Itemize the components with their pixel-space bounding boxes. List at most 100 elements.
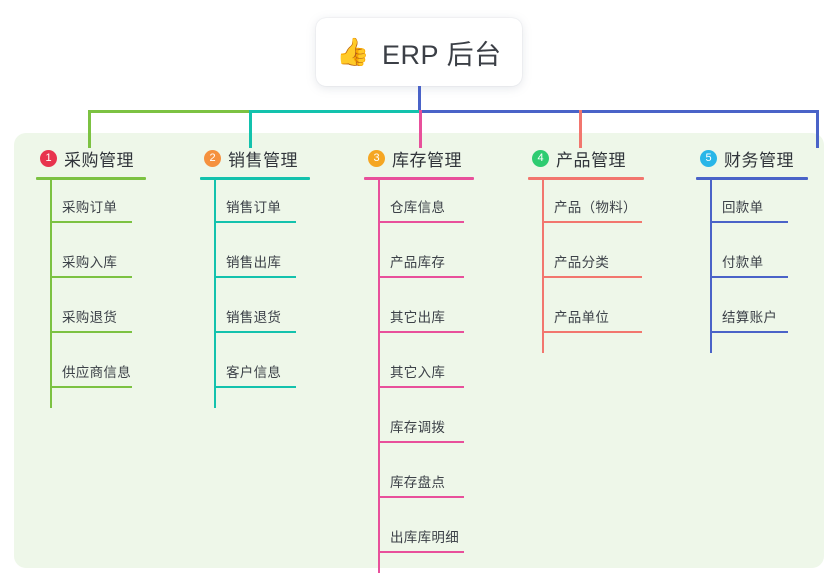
column-items-1: 采购订单采购入库采购退货供应商信息 [36, 180, 134, 400]
list-item[interactable]: 产品单位 [528, 290, 642, 345]
item-label: 产品库存 [390, 255, 446, 270]
item-label: 付款单 [722, 255, 764, 270]
item-rule [378, 551, 464, 553]
item-rule [378, 276, 464, 278]
bus-segment-1 [88, 110, 249, 113]
item-label: 客户信息 [226, 365, 282, 380]
column-spine-5 [710, 178, 712, 353]
column-badge-3: 3 [368, 149, 385, 167]
column-3: 3 库存管理仓库信息产品库存其它出库其它入库库存调拨库存盘点出库库明细 [364, 145, 474, 573]
item-label: 其它入库 [390, 365, 446, 380]
column-badge-1: 1 [40, 149, 57, 167]
list-item[interactable]: 结算账户 [696, 290, 794, 345]
list-item[interactable]: 销售退货 [200, 290, 298, 345]
list-item[interactable]: 销售订单 [200, 180, 298, 235]
item-rule [214, 276, 296, 278]
list-item[interactable]: 采购订单 [36, 180, 134, 235]
column-header-5[interactable]: 5 财务管理 [696, 145, 794, 171]
column-header-3[interactable]: 3 库存管理 [364, 145, 462, 171]
column-items-5: 回款单付款单结算账户 [696, 180, 794, 345]
item-label: 结算账户 [722, 310, 778, 325]
column-title-5: 财务管理 [724, 150, 794, 170]
column-2: 2 销售管理销售订单销售出库销售退货客户信息 [200, 145, 310, 408]
bus-segment-3 [419, 110, 817, 113]
item-label: 库存调拨 [390, 420, 446, 435]
item-rule [378, 441, 464, 443]
item-label: 回款单 [722, 200, 764, 215]
list-item[interactable]: 付款单 [696, 235, 794, 290]
item-label: 产品（物料） [554, 200, 637, 215]
column-spine-4 [542, 178, 544, 353]
list-item[interactable]: 客户信息 [200, 345, 298, 400]
item-label: 销售订单 [226, 200, 282, 215]
item-rule [542, 331, 642, 333]
list-item[interactable]: 库存盘点 [364, 455, 464, 510]
column-spine-1 [50, 178, 52, 408]
list-item[interactable]: 其它出库 [364, 290, 464, 345]
column-items-3: 仓库信息产品库存其它出库其它入库库存调拨库存盘点出库库明细 [364, 180, 464, 565]
list-item[interactable]: 回款单 [696, 180, 794, 235]
item-label: 供应商信息 [62, 365, 131, 380]
root-title: ERP 后台 [382, 39, 502, 70]
column-items-2: 销售订单销售出库销售退货客户信息 [200, 180, 298, 400]
item-rule [214, 221, 296, 223]
item-rule [378, 331, 464, 333]
column-1: 1 采购管理采购订单采购入库采购退货供应商信息 [36, 145, 146, 408]
list-item[interactable]: 仓库信息 [364, 180, 464, 235]
column-header-rule-3 [364, 177, 474, 180]
item-rule [214, 386, 296, 388]
item-rule [378, 221, 464, 223]
drop-line-3 [419, 110, 422, 148]
list-item[interactable]: 产品（物料） [528, 180, 642, 235]
item-label: 库存盘点 [390, 475, 446, 490]
item-rule [710, 276, 788, 278]
root-node[interactable]: 👍 ERP 后台 [316, 18, 522, 86]
column-header-2[interactable]: 2 销售管理 [200, 145, 298, 171]
diagram-panel [14, 133, 824, 568]
column-badge-2: 2 [204, 149, 221, 167]
item-label: 采购入库 [62, 255, 118, 270]
list-item[interactable]: 其它入库 [364, 345, 464, 400]
item-rule [214, 331, 296, 333]
column-header-1[interactable]: 1 采购管理 [36, 145, 134, 171]
thumbs-up-icon: 👍 [336, 36, 371, 67]
drop-line-4 [579, 110, 582, 148]
drop-line-5 [816, 110, 819, 148]
item-rule [542, 221, 642, 223]
drop-line-1 [88, 110, 91, 148]
item-rule [378, 496, 464, 498]
column-badge-5: 5 [700, 149, 717, 167]
list-item[interactable]: 采购入库 [36, 235, 134, 290]
column-title-1: 采购管理 [64, 150, 134, 170]
list-item[interactable]: 库存调拨 [364, 400, 464, 455]
list-item[interactable]: 销售出库 [200, 235, 298, 290]
item-rule [378, 386, 464, 388]
column-5: 5 财务管理回款单付款单结算账户 [696, 145, 808, 353]
item-rule [710, 221, 788, 223]
item-rule [710, 331, 788, 333]
drop-line-2 [249, 110, 252, 148]
item-rule [50, 221, 132, 223]
item-label: 销售出库 [226, 255, 282, 270]
item-label: 产品单位 [554, 310, 610, 325]
column-title-2: 销售管理 [228, 150, 298, 170]
column-title-3: 库存管理 [392, 150, 462, 170]
column-spine-3 [378, 178, 380, 573]
column-header-rule-4 [528, 177, 644, 180]
list-item[interactable]: 采购退货 [36, 290, 134, 345]
list-item[interactable]: 出库库明细 [364, 510, 464, 565]
column-header-rule-5 [696, 177, 808, 180]
item-label: 产品分类 [554, 255, 610, 270]
column-items-4: 产品（物料） 产品分类产品单位 [528, 180, 642, 345]
column-header-rule-1 [36, 177, 146, 180]
bus-segment-2 [249, 110, 419, 113]
item-label: 销售退货 [226, 310, 282, 325]
list-item[interactable]: 产品库存 [364, 235, 464, 290]
root-stem-line [418, 86, 421, 111]
list-item[interactable]: 供应商信息 [36, 345, 134, 400]
item-label: 出库库明细 [390, 530, 459, 545]
list-item[interactable]: 产品分类 [528, 235, 642, 290]
